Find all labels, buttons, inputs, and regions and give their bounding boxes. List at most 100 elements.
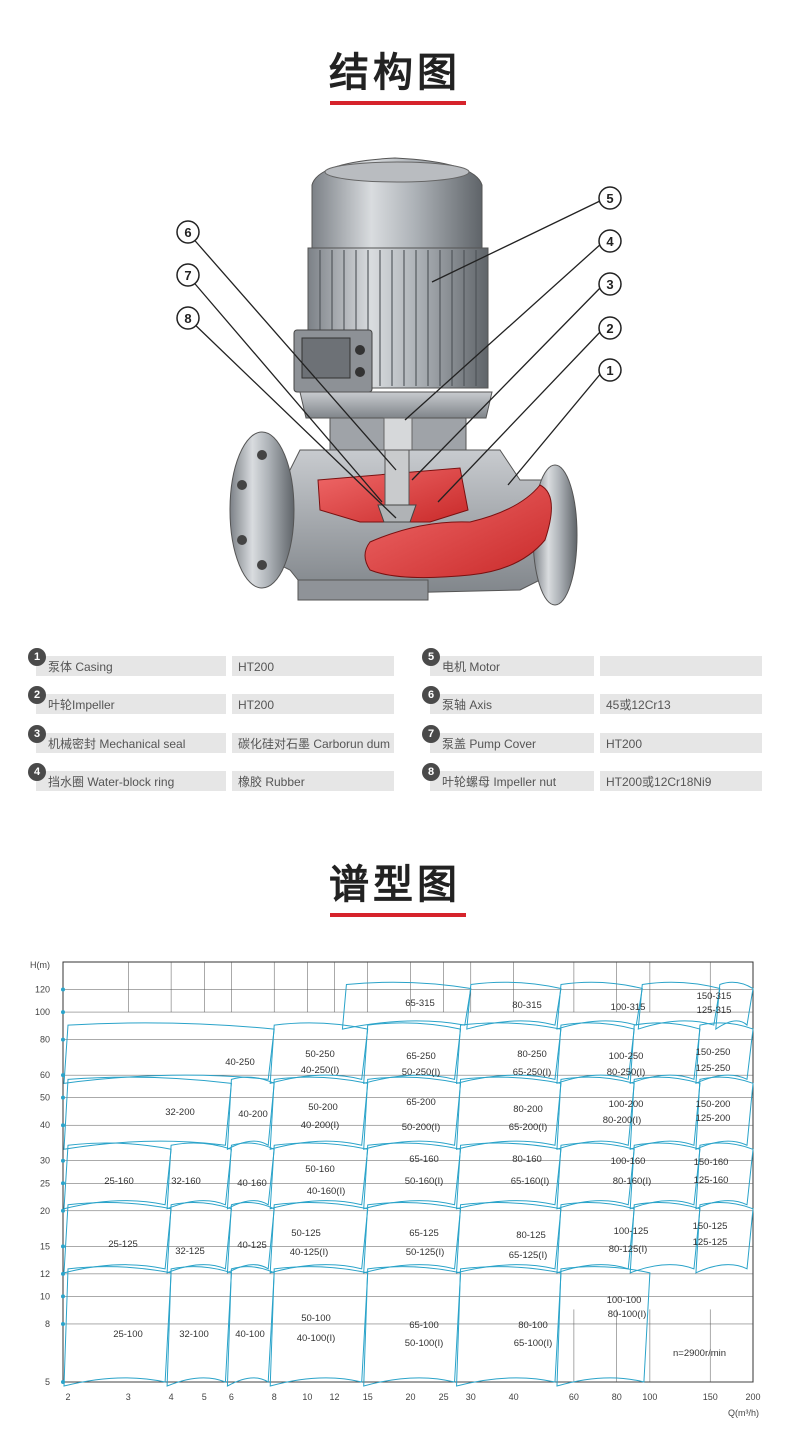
part-4-number: 4 — [28, 763, 46, 781]
zone-label-50-200I: 50-200(I) — [402, 1122, 441, 1133]
y-marker — [61, 1294, 65, 1299]
part-2-material: HT200 — [232, 694, 394, 714]
zone-label-50-125: 50-125 — [291, 1228, 321, 1239]
y-marker — [61, 1037, 65, 1042]
callout-4: 4 — [606, 234, 614, 249]
zone-label-25-125: 25-125 — [108, 1239, 138, 1250]
pump-structure-illustration: 5 4 3 2 1 6 7 8 — [176, 157, 622, 606]
zone-tile — [226, 1142, 275, 1210]
zone-tile — [695, 1142, 754, 1210]
y-marker — [61, 987, 65, 992]
part-4-name: 挡水圈 Water-block ring — [36, 771, 226, 791]
zone-label-150-200: 150-200 — [696, 1099, 731, 1110]
zone-label-150-315: 150-315 — [697, 991, 732, 1002]
zone-tile — [363, 1266, 462, 1387]
zone-label-65-200: 65-200 — [406, 1097, 436, 1108]
callout-2: 2 — [606, 321, 613, 336]
x-tick-40: 40 — [509, 1392, 519, 1402]
zone-label-150-125: 150-125 — [693, 1221, 728, 1232]
x-tick-6: 6 — [229, 1392, 234, 1402]
callout-6: 6 — [184, 225, 191, 240]
x-axis-label: Q(m³/h) — [728, 1408, 759, 1418]
part-3-material: 碳化硅对石墨 Carborun dum — [232, 733, 394, 753]
zone-label-100-250: 100-250 — [609, 1051, 644, 1062]
zone-label-80-160: 80-160 — [512, 1154, 542, 1165]
zone-label-40-160I: 40-160(I) — [307, 1186, 346, 1197]
x-tick-2: 2 — [65, 1392, 70, 1402]
zone-label-100-100: 100-100 — [607, 1295, 642, 1306]
structure-title-underline — [330, 101, 466, 105]
zone-label-65-160I: 65-160(I) — [511, 1176, 550, 1187]
part-6-number: 6 — [422, 686, 440, 704]
zone-tile — [629, 1076, 701, 1151]
zone-label-80-250: 80-250 — [517, 1049, 547, 1060]
zone-tile — [363, 1022, 462, 1085]
zone-tile — [363, 1142, 462, 1210]
x-tick-20: 20 — [405, 1392, 415, 1402]
part-3-name: 机械密封 Mechanical seal — [36, 733, 226, 753]
part-2-number: 2 — [28, 686, 46, 704]
zone-tile — [456, 1022, 562, 1084]
motor — [293, 157, 489, 393]
zone-label-80-125: 80-125 — [516, 1230, 546, 1241]
zone-label-32-125: 32-125 — [175, 1246, 205, 1257]
chart-zone-curves — [63, 981, 754, 1387]
x-tick-60: 60 — [569, 1392, 579, 1402]
y-tick-12: 12 — [40, 1269, 50, 1279]
part-6-name: 泵轴 Axis — [430, 694, 594, 714]
part-8-number: 8 — [422, 763, 440, 781]
callout-badges: 5 4 3 2 1 6 7 8 — [176, 186, 622, 382]
zone-tile — [63, 1022, 275, 1084]
zone-tile — [226, 1202, 275, 1274]
part-7-number: 7 — [422, 725, 440, 743]
zone-label-40-200: 40-200 — [238, 1109, 268, 1120]
zone-label-25-100: 25-100 — [113, 1329, 143, 1340]
part-1-number: 1 — [28, 648, 46, 666]
zone-tile — [456, 1142, 562, 1210]
zone-tile — [556, 1076, 635, 1151]
zone-label-65-125: 65-125 — [409, 1228, 439, 1239]
y-tick-60: 60 — [40, 1070, 50, 1080]
zone-tile — [63, 1202, 172, 1274]
x-tick-10: 10 — [302, 1392, 312, 1402]
zone-tile — [556, 1266, 651, 1387]
zone-label-125-250: 125-250 — [696, 1063, 731, 1074]
zone-tile — [269, 1266, 369, 1387]
zone-tile — [556, 1142, 635, 1210]
zone-label-80-125I: 80-125(I) — [609, 1244, 648, 1255]
structure-title: 结构图 — [329, 50, 461, 96]
part-6-material: 45或12Cr13 — [600, 694, 762, 714]
part-2-name: 叶轮Impeller — [36, 694, 226, 714]
zone-label-80-160I: 80-160(I) — [613, 1176, 652, 1187]
zone-label-150-250: 150-250 — [696, 1047, 731, 1058]
zone-label-50-100I: 50-100(I) — [405, 1338, 444, 1349]
callout-5: 5 — [606, 191, 613, 206]
zone-tile — [466, 981, 562, 1030]
y-marker — [61, 1244, 65, 1249]
zone-tile — [456, 1266, 562, 1387]
zone-label-125-160: 125-160 — [694, 1175, 729, 1186]
zone-label-40-250I: 40-250(I) — [301, 1065, 340, 1076]
zone-label-125-315: 125-315 — [697, 1005, 732, 1016]
zone-tile — [456, 1202, 562, 1274]
zone-tile — [695, 1202, 754, 1274]
zone-label-100-125: 100-125 — [614, 1226, 649, 1237]
y-tick-50: 50 — [40, 1093, 50, 1103]
zone-label-32-160: 32-160 — [171, 1176, 201, 1187]
y-marker — [61, 1181, 65, 1186]
zone-label-40-125: 40-125 — [237, 1240, 267, 1251]
x-tick-4: 4 — [169, 1392, 174, 1402]
x-tick-200: 200 — [745, 1392, 760, 1402]
part-7-material: HT200 — [600, 733, 762, 753]
zone-label-65-100I: 65-100(I) — [514, 1338, 553, 1349]
zone-tile — [166, 1202, 232, 1274]
part-5-number: 5 — [422, 648, 440, 666]
zone-label-40-100: 40-100 — [235, 1329, 265, 1340]
spectrum-title-underline — [330, 913, 466, 917]
chart-gridlines — [61, 962, 753, 1384]
zone-label-65-125I: 65-125(I) — [509, 1250, 548, 1261]
zone-tile — [269, 1076, 369, 1150]
y-tick-40: 40 — [40, 1120, 50, 1130]
